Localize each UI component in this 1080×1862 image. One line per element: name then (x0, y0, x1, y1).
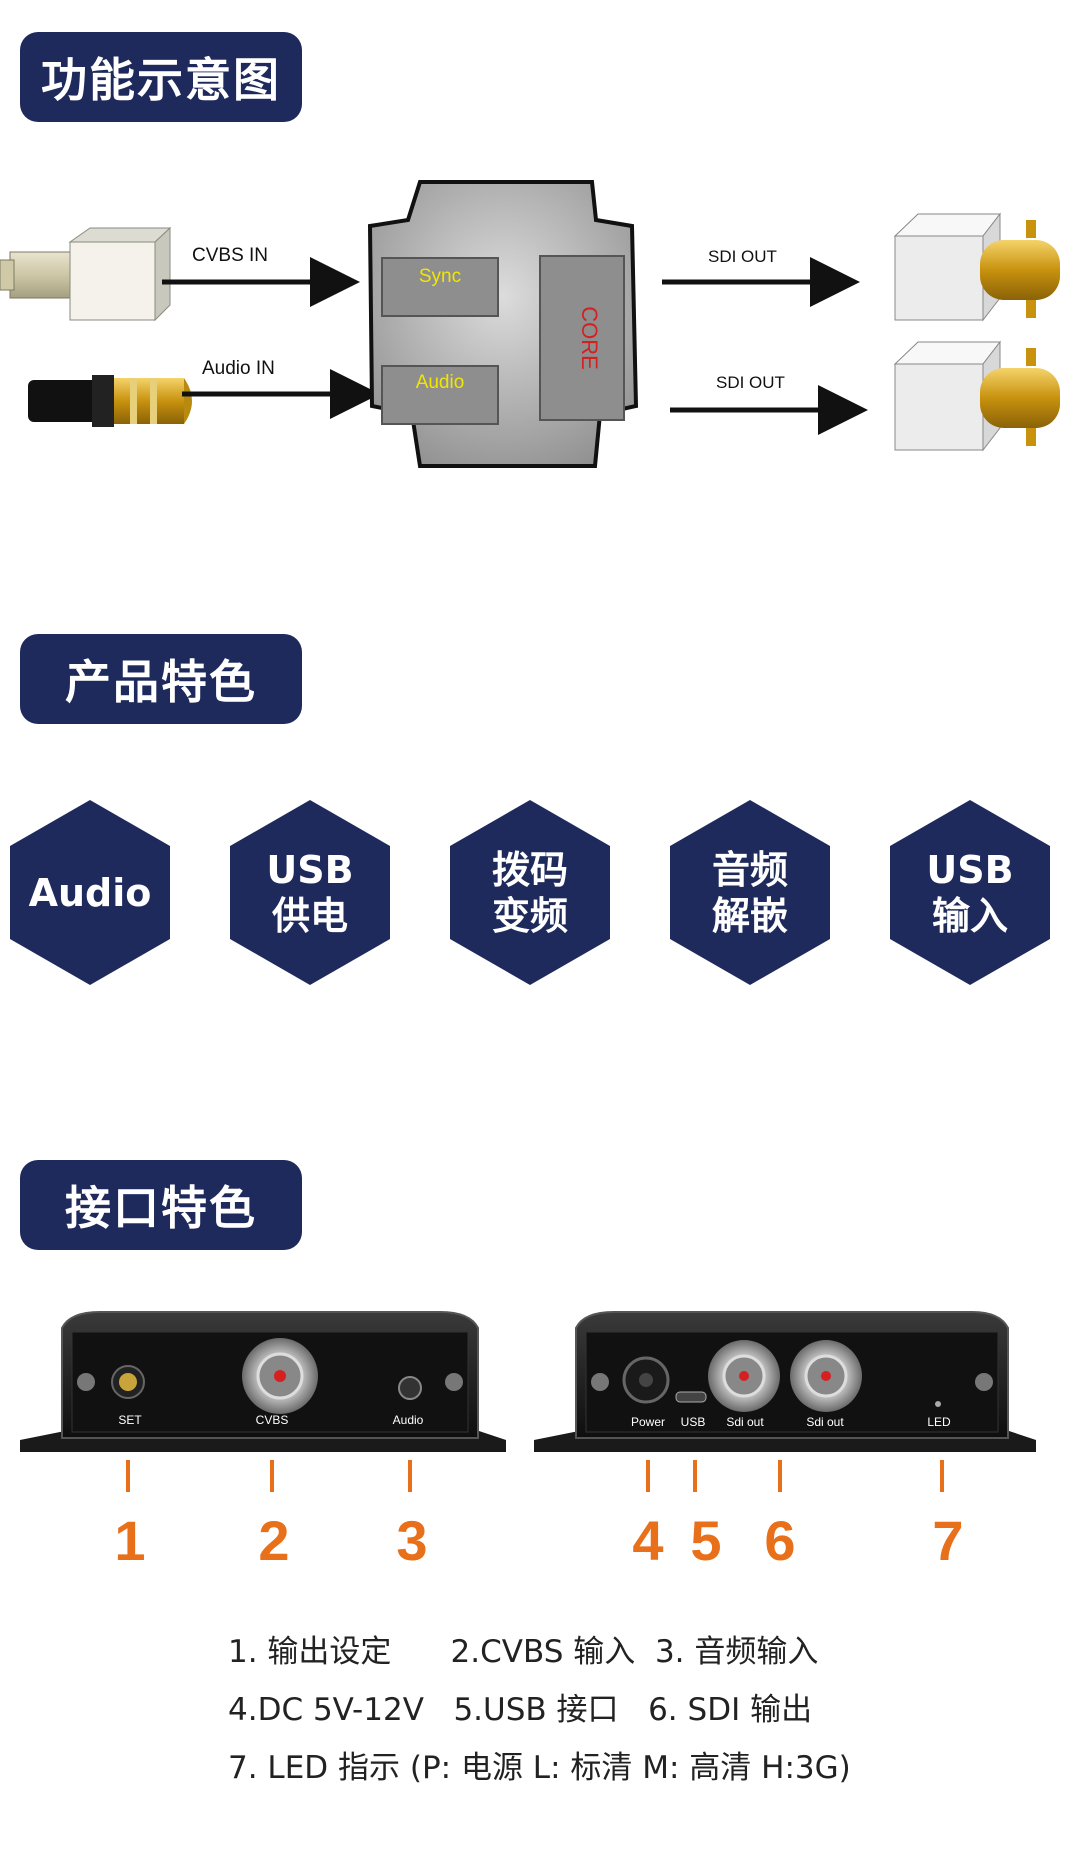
function-diagram: CVBS IN Audio IN Sync Audio CORE SDI OUT… (0, 170, 1080, 490)
feature-label: 音频 解嵌 (711, 847, 788, 938)
callout-number-3: 3 (396, 1509, 427, 1572)
usb-label: USB (681, 1415, 706, 1429)
callout-number-6: 6 (764, 1509, 795, 1572)
section-title-function: 功能示意图 (20, 32, 302, 122)
description-line-2: 4.DC 5V-12V 5.USB 接口 6. SDI 输出 (228, 1692, 813, 1728)
led-label: LED (927, 1415, 951, 1429)
usb-port-icon (675, 1391, 707, 1403)
callout-number-5: 5 (690, 1509, 721, 1572)
led-indicator-icon (935, 1401, 941, 1407)
description-line-1: 1. 输出设定 2.CVBS 输入 3. 音频输入 (228, 1634, 819, 1670)
ports-illustration: SET CVBS Audio Power USB Sdi out Sdi out (0, 1300, 1080, 1590)
feature-hex-dip-switch: 拨码 变频 (450, 800, 610, 985)
callout-number-7: 7 (932, 1509, 963, 1572)
sdi-out-label-2: SDI OUT (716, 373, 785, 392)
feature-hex-usb-input: USB 输入 (890, 800, 1050, 985)
sdi-out-label-1: SDI OUT (708, 247, 777, 266)
power-label: Power (631, 1415, 665, 1429)
audio-label: Audio (393, 1413, 424, 1427)
sdi-out-port-label-1: Sdi out (726, 1415, 764, 1429)
core-label: CORE (577, 306, 602, 370)
sync-label: Sync (419, 266, 461, 287)
feature-label: USB 输入 (926, 847, 1014, 938)
device-panel-right: Power USB Sdi out Sdi out LED (534, 1311, 1036, 1452)
callout-number-2: 2 (258, 1509, 289, 1572)
sdi-out-port-label-2: Sdi out (806, 1415, 844, 1429)
audio-block-label: Audio (416, 372, 465, 393)
audio-in-label: Audio IN (202, 358, 275, 379)
section-title-interfaces: 接口特色 (20, 1160, 302, 1250)
feature-label: 拨码 变频 (491, 847, 568, 938)
sdi-out-connector-icon-1 (893, 212, 1060, 322)
core-processor-box: Sync Audio CORE (367, 180, 639, 468)
callout-lines (126, 1460, 944, 1492)
feature-hex-audio: Audio (10, 800, 170, 985)
sdi-out-connector-icon-2 (893, 340, 1060, 452)
callout-number-4: 4 (632, 1509, 663, 1572)
section-title-features: 产品特色 (20, 634, 302, 724)
cvbs-label: CVBS (256, 1413, 289, 1427)
feature-list: Audio USB 供电 拨码 变频 音频 解嵌 USB 输入 (0, 800, 1080, 1000)
feature-hex-audio-embed: 音频 解嵌 (670, 800, 830, 985)
feature-label: Audio (28, 870, 152, 915)
cvbs-in-label: CVBS IN (192, 245, 268, 266)
feature-label: USB 供电 (266, 847, 354, 938)
audio-connector-icon (28, 375, 192, 427)
feature-hex-usb-power: USB 供电 (230, 800, 390, 985)
audio-jack-icon (398, 1376, 422, 1400)
device-panel-left: SET CVBS Audio (20, 1311, 506, 1452)
description-line-3: 7. LED 指示 (P: 电源 L: 标清 M: 高清 H:3G) (228, 1750, 851, 1786)
cvbs-connector-icon (0, 226, 172, 322)
callout-number-1: 1 (114, 1509, 145, 1572)
set-label: SET (118, 1413, 142, 1427)
